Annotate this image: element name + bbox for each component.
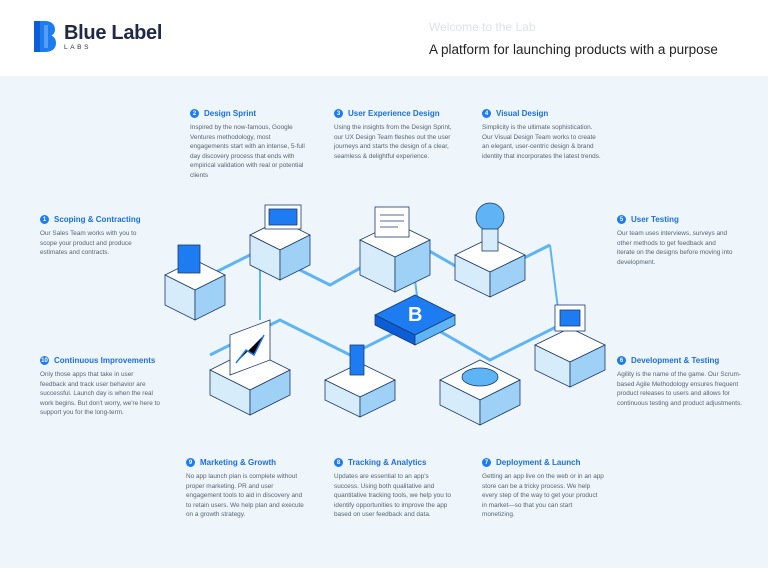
step-title: Design Sprint bbox=[204, 109, 257, 118]
step-number-badge: 9 bbox=[186, 458, 195, 467]
step-number-badge: 5 bbox=[617, 215, 626, 224]
step-description: Using the insights from the Design Sprin… bbox=[334, 124, 452, 160]
step-title: Continuous Improvements bbox=[54, 356, 156, 365]
deployment-station bbox=[439, 359, 521, 426]
brand-name: Blue Label bbox=[64, 21, 163, 44]
design-sprint-station bbox=[249, 204, 311, 281]
step-number-badge: 8 bbox=[334, 458, 343, 467]
step-title: Development & Testing bbox=[631, 356, 720, 365]
visual-design-station bbox=[454, 202, 526, 298]
step-title: Deployment & Launch bbox=[496, 458, 581, 467]
tracking-station bbox=[324, 344, 396, 418]
step-deployment-launch: 7 Deployment & Launch Getting an app live… bbox=[482, 458, 612, 520]
step-development-testing: 6 Development & Testing Agility is the na… bbox=[617, 356, 747, 408]
step-description: Updates are essential to an app's succes… bbox=[334, 473, 451, 519]
step-number-badge: 1 bbox=[40, 215, 49, 224]
step-title: Marketing & Growth bbox=[200, 458, 277, 467]
svg-text:B: B bbox=[408, 304, 422, 326]
step-title: Tracking & Analytics bbox=[348, 458, 427, 467]
step-user-testing: 5 User Testing Our team uses interviews, … bbox=[617, 215, 747, 267]
step-number-badge: 7 bbox=[482, 458, 491, 467]
lab-illustration: B bbox=[164, 202, 606, 426]
step-scoping-contracting: 1 Scoping & Contracting Our Sales Team wo… bbox=[40, 215, 170, 258]
step-number-badge: 4 bbox=[482, 109, 491, 118]
step-marketing-growth: 9 Marketing & Growth No app launch plan i… bbox=[186, 458, 316, 520]
step-number-badge: 6 bbox=[617, 356, 626, 365]
ux-design-station bbox=[359, 206, 431, 293]
header: Blue Label LABS Welcome to the Lab A pla… bbox=[0, 0, 768, 76]
tagline: A platform for launching products with a… bbox=[429, 42, 718, 57]
step-description: No app launch plan is complete without p… bbox=[186, 473, 304, 519]
step-description: Our team uses interviews, surveys and ot… bbox=[617, 230, 733, 266]
development-station bbox=[534, 304, 606, 388]
step-title: Scoping & Contracting bbox=[54, 215, 141, 224]
step-title: Visual Design bbox=[496, 109, 549, 118]
step-continuous-improvements: 10 Continuous Improvements Only those app… bbox=[40, 356, 170, 418]
step-number-badge: 3 bbox=[334, 109, 343, 118]
welcome-text: Welcome to the Lab bbox=[429, 20, 536, 34]
step-title: User Experience Design bbox=[348, 109, 440, 118]
step-design-sprint: 2 Design Sprint Inspired by the now-famou… bbox=[190, 109, 320, 181]
scoping-machine bbox=[164, 244, 226, 321]
blue-label-logo-icon bbox=[34, 21, 56, 52]
central-logo-block: B bbox=[374, 294, 456, 346]
step-visual-design: 4 Visual Design Simplicity is the ultimat… bbox=[482, 109, 612, 161]
step-user-experience-design: 3 User Experience Design Using the insigh… bbox=[334, 109, 464, 161]
step-description: Agility is the name of the game. Our Scr… bbox=[617, 371, 743, 407]
brand-logo[interactable]: Blue Label LABS bbox=[34, 21, 162, 52]
step-number-badge: 10 bbox=[40, 356, 49, 365]
step-tracking-analytics: 8 Tracking & Analytics Updates are essent… bbox=[334, 458, 464, 520]
step-description: Our Sales Team works with you to scope y… bbox=[40, 230, 137, 257]
step-description: Simplicity is the ultimate sophisticatio… bbox=[482, 124, 601, 160]
brand-sub: LABS bbox=[64, 43, 92, 51]
step-title: User Testing bbox=[631, 215, 679, 224]
step-number-badge: 2 bbox=[190, 109, 199, 118]
step-description: Inspired by the now-famous, Google Ventu… bbox=[190, 124, 305, 179]
step-description: Only those apps that take in user feedba… bbox=[40, 371, 160, 417]
marketing-station bbox=[209, 319, 291, 416]
step-description: Getting an app live on the web or in an … bbox=[482, 473, 604, 519]
